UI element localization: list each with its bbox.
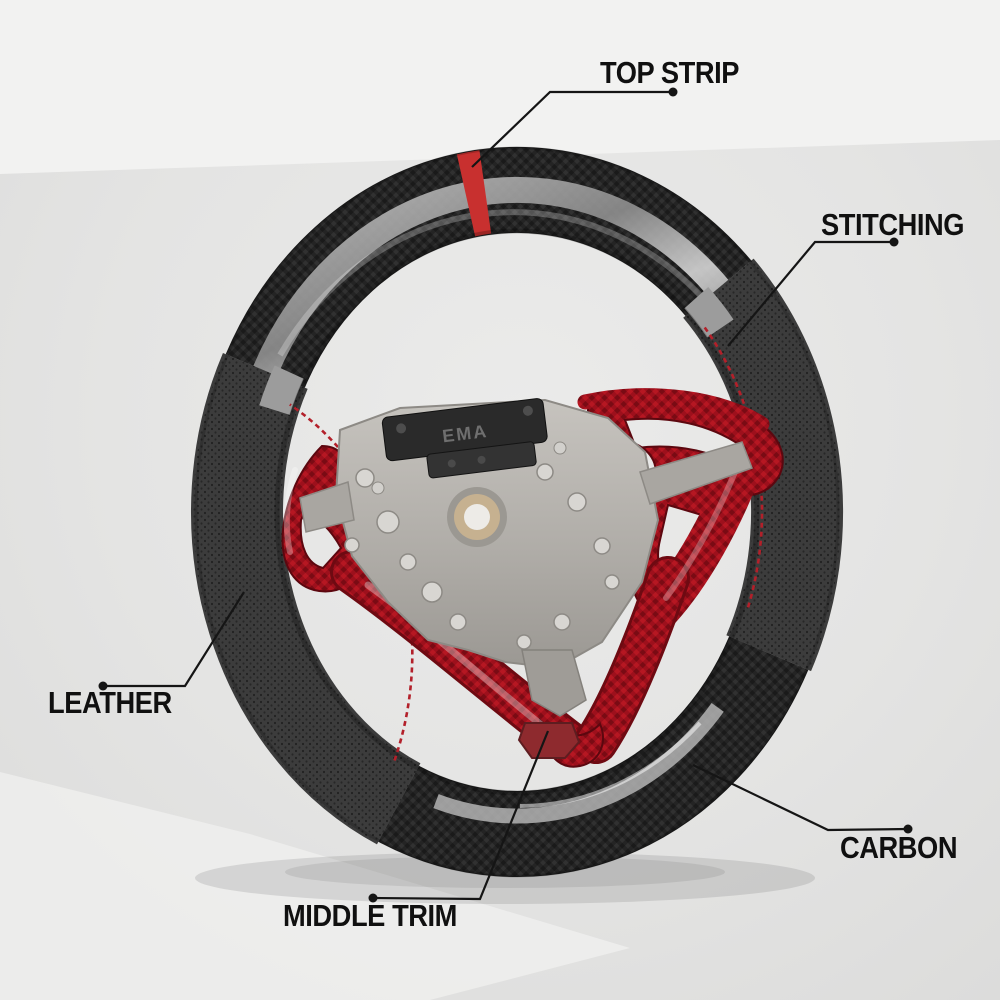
bracket-screw-left (396, 423, 407, 434)
rim-outer-edge (194, 146, 840, 878)
grip-junction-right (684, 287, 734, 338)
wheel-rim (191, 146, 844, 878)
leader-leather (103, 591, 245, 688)
leader-dot-middle-trim (368, 893, 378, 903)
leather-grip-left-perforation (193, 353, 421, 843)
rim-bottom-gloss (519, 721, 702, 808)
leather-grip-right-perforation (684, 259, 842, 671)
bracket-screw-right (522, 405, 533, 416)
bracket-screw-mid1 (447, 459, 456, 468)
middle-trim-right (577, 559, 687, 761)
leader-carbon (692, 764, 909, 832)
hub-bracket: EMA (381, 398, 548, 479)
stitching-left (289, 403, 414, 761)
top-strip-marker (456, 150, 492, 237)
label-middle-trim: MIDDLE TRIM (283, 898, 457, 933)
leader-dot-leather (98, 681, 108, 691)
label-stitching: STITCHING (821, 207, 965, 242)
label-leather: LEATHER (48, 685, 172, 720)
spoke-right-gloss (663, 469, 738, 601)
leader-lines (103, 90, 909, 901)
backdrop-top-band (0, 0, 1000, 174)
hub-arm-right (639, 441, 753, 505)
rim-bottom-carbon-weave (378, 636, 808, 876)
leader-dots (98, 87, 913, 903)
leader-middle-trim (372, 730, 550, 901)
bracket-screw-mid2 (477, 455, 486, 464)
hub-assembly: EMA (299, 398, 753, 759)
backdrop-floor (0, 772, 630, 1000)
leader-top-strip (471, 90, 673, 168)
leader-stitching (727, 240, 894, 347)
label-carbon: CARBON (840, 830, 958, 865)
hub-lower-tab (521, 649, 587, 717)
leader-dot-carbon (903, 824, 913, 834)
rim-bottom-silver-streak (433, 703, 724, 824)
plate-screw-1 (371, 481, 385, 495)
bottom-red-clamp (517, 722, 581, 759)
wheel-shadow (195, 852, 815, 904)
upper-trim-bar (577, 388, 770, 432)
leader-dot-top-strip (668, 87, 678, 97)
grip-junction-left (259, 365, 304, 416)
bore-hole (464, 504, 490, 530)
label-top-strip: TOP STRIP (600, 55, 740, 90)
leader-dot-stitching (889, 237, 899, 247)
spoke-left-gloss (283, 467, 298, 555)
plate-screw-2 (553, 441, 567, 455)
hub-arm-left (299, 481, 355, 533)
rim-inner-edge (274, 228, 760, 796)
